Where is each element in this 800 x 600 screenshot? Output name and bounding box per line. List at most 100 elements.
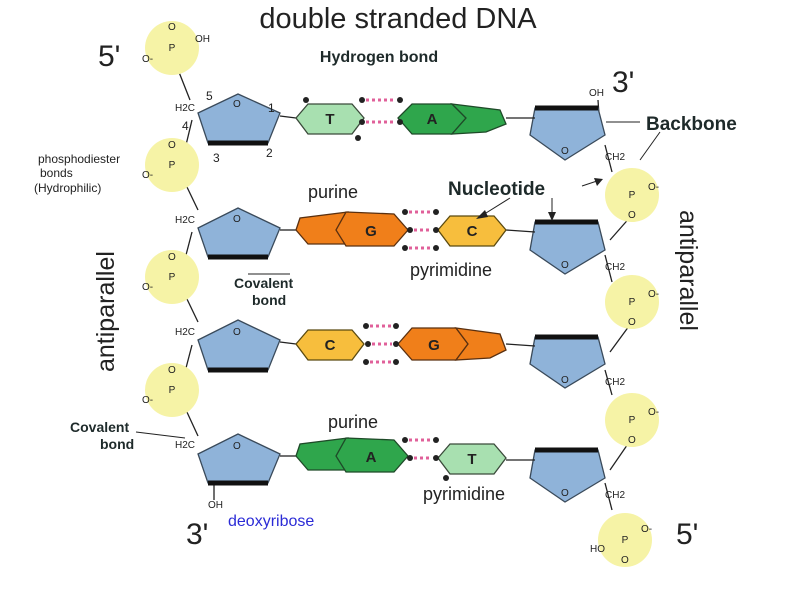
oxygen-minus-label: O- [142,54,153,65]
phosphate-group: P O- O [605,168,659,222]
deoxyribose-label: deoxyribose [228,513,314,530]
carbon-number: 4 [182,119,189,133]
hydroxyl-label: OH [195,34,210,45]
five-prime-bottom-label: 5' [676,518,698,551]
hydrogen-bond-label: Hydrogen bond [320,49,438,66]
sugar-ring-left: O H2C [175,207,281,260]
sugar-ring-right: O OH CH2 [529,88,625,163]
nucleotide-label: Nucleotide [448,179,545,200]
oxygen-label: O [168,22,176,33]
pyrimidine-label: pyrimidine [423,484,505,504]
phosphorus-label: P [622,535,629,546]
ring-oxygen-label: O [233,441,241,452]
oxygen-minus-label: O- [648,407,659,418]
phosphodiester-label-line1: phosphodiester [38,152,120,166]
h2c-label: H2C [175,103,195,114]
base-letter: A [366,449,377,466]
phosphate-group: P OH O- O [142,21,210,75]
phosphorus-label: P [629,415,636,426]
backbone-label: Backbone [646,114,737,135]
ring-oxygen-label: O [233,214,241,225]
purine-label: purine [308,182,358,202]
carbon-number: 2 [266,146,273,160]
ch2-label: CH2 [605,152,625,163]
base-letter: C [467,223,478,240]
purine-label: purine [328,412,378,432]
phosphorus-label: P [629,297,636,308]
base-pair: A T [295,437,507,481]
phosphodiester-label-line3: (Hydrophilic) [34,181,101,195]
carbon-number: 3 [213,151,220,165]
oxygen-minus-label: O- [142,282,153,293]
phosphate-group: P O- O [142,138,199,192]
ring-oxygen-label: O [233,99,241,110]
base-pair: G C [295,209,507,251]
hydroxyl-label: HO [590,544,605,555]
phosphate-group: P O- O [605,393,659,447]
hydroxyl-label: OH [589,88,604,99]
antiparallel-left-label: antiparallel [92,251,120,372]
glycosidic-bonds [279,115,536,461]
base-letter: T [325,111,334,128]
pointer-arrowheads [476,178,603,221]
base-letter: A [427,111,438,128]
hydrogen-bonds [409,210,432,250]
hydrogen-bonds [366,98,396,124]
ch2-label: CH2 [605,377,625,388]
oxygen-label: O [168,252,176,263]
sugar-ring-left: O H2C [175,319,281,373]
covalent-bond-label-line1: Covalent [70,419,129,435]
phosphate-group: P O- O [142,250,199,304]
carbon-number: 5 [206,89,213,103]
cytosine-base [437,215,507,247]
oxygen-label: O [628,317,636,328]
pointer-lines [135,121,661,439]
sugar-ring-right: O CH2 [529,334,625,389]
oxygen-minus-label: O- [641,524,652,535]
covalent-bond-label-line1: Covalent [234,275,293,291]
left-backbone [174,61,215,500]
ring-oxygen-label: O [233,327,241,338]
phosphorus-label: P [169,43,176,54]
ch2-label: CH2 [605,490,625,501]
five-prime-top-label: 5' [98,40,120,73]
phosphodiester-label-line2: bonds [40,166,73,180]
h2c-label: H2C [175,327,195,338]
antiparallel-right-label: antiparallel [674,210,702,331]
oxygen-minus-label: O- [648,182,659,193]
ch2-label: CH2 [605,262,625,273]
phosphorus-label: P [169,272,176,283]
h2c-label: H2C [175,440,195,451]
cytosine-base [295,329,365,361]
oxygen-minus-label: O- [648,289,659,300]
phosphorus-label: P [169,160,176,171]
base-letter: G [365,223,377,240]
covalent-bond-label-line2: bond [100,436,134,452]
ring-oxygen-label: O [561,146,569,157]
base-pair: C G [295,323,507,365]
oxygen-minus-label: O- [142,395,153,406]
hydrogen-bonds [409,438,432,460]
oxygen-minus-label: O- [142,170,153,181]
phosphate-group: P O- O [142,363,199,417]
ring-oxygen-label: O [561,375,569,386]
oxygen-label: O [628,210,636,221]
carbon-number: 1 [268,101,275,115]
oxygen-label: O [168,365,176,376]
pyrimidine-label: pyrimidine [410,260,492,280]
oxygen-label: O [628,435,636,446]
base-pair: T A [295,97,507,141]
three-prime-top-label: 3' [612,66,634,99]
hydrogen-bonds [370,324,392,364]
diagram-title: double stranded DNA [259,3,537,35]
thymine-base [437,443,507,475]
oxygen-label: O [621,555,629,566]
base-letter: C [325,337,336,354]
phosphate-group: P HO O- O [590,513,652,567]
base-letter: T [467,451,476,468]
covalent-bond-label-line2: bond [252,292,286,308]
phosphorus-label: P [629,190,636,201]
ring-oxygen-label: O [561,260,569,271]
three-prime-bottom-label: 3' [186,518,208,551]
